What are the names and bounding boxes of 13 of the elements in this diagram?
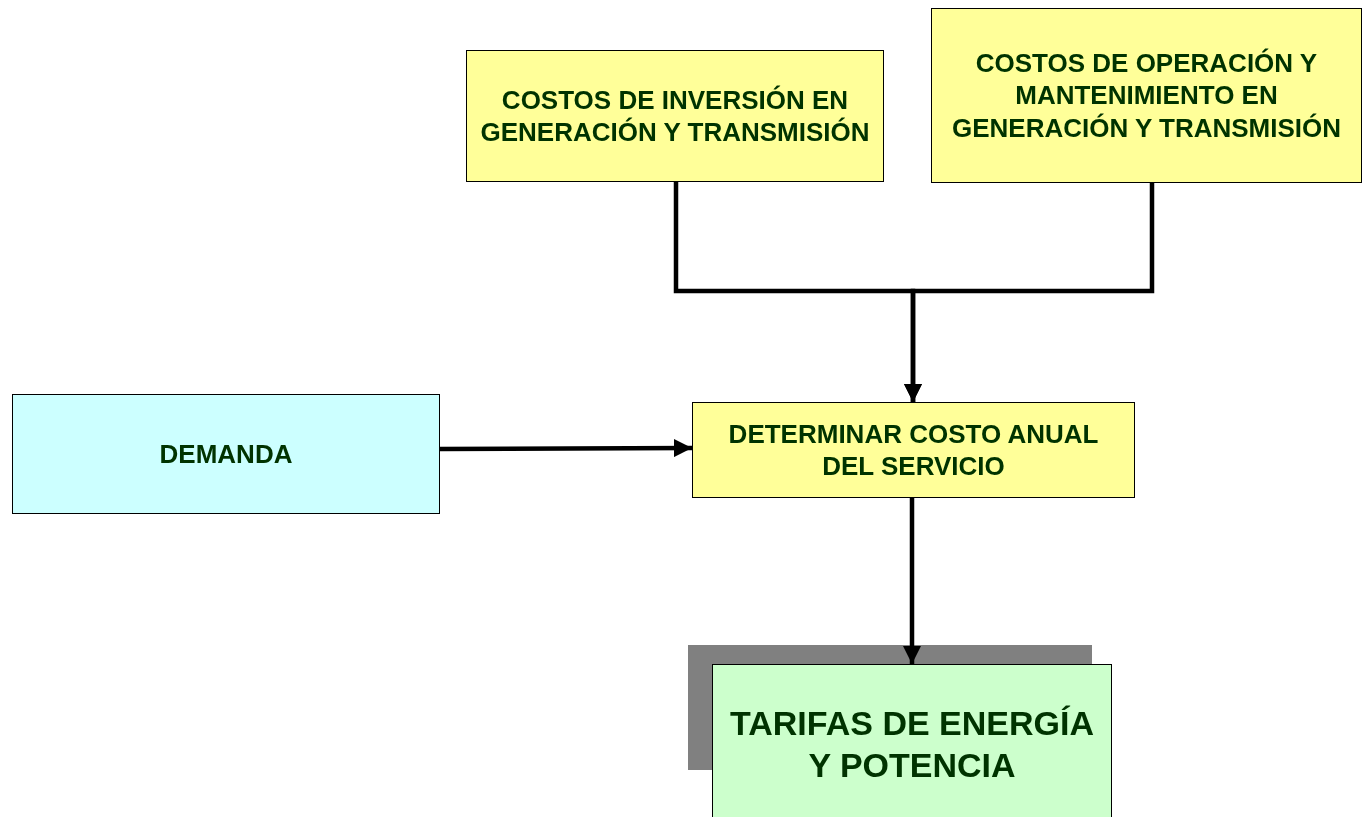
arrow <box>904 183 1155 402</box>
process-box <box>692 402 1135 498</box>
box-label: DETERMINAR COSTO ANUAL DEL SERVICIO <box>727 417 1100 483</box>
box-label: TARIFAS DE ENERGÍA Y POTENCIA <box>729 702 1095 786</box>
process-box <box>931 8 1362 183</box>
arrow <box>903 498 921 664</box>
process-box <box>466 50 884 182</box>
box-label: DEMANDA <box>159 437 293 471</box>
box-label: COSTOS DE OPERACIÓN Y MANTENIMIENTO EN GENERACIÓN Y TRANSMISIÓN <box>950 46 1343 145</box>
arrow <box>440 439 692 458</box>
box-label: COSTOS DE INVERSIÓN EN GENERACIÓN Y TRANSMISIÓN <box>479 83 871 149</box>
process-box <box>12 394 440 514</box>
process-box <box>712 664 1112 817</box>
